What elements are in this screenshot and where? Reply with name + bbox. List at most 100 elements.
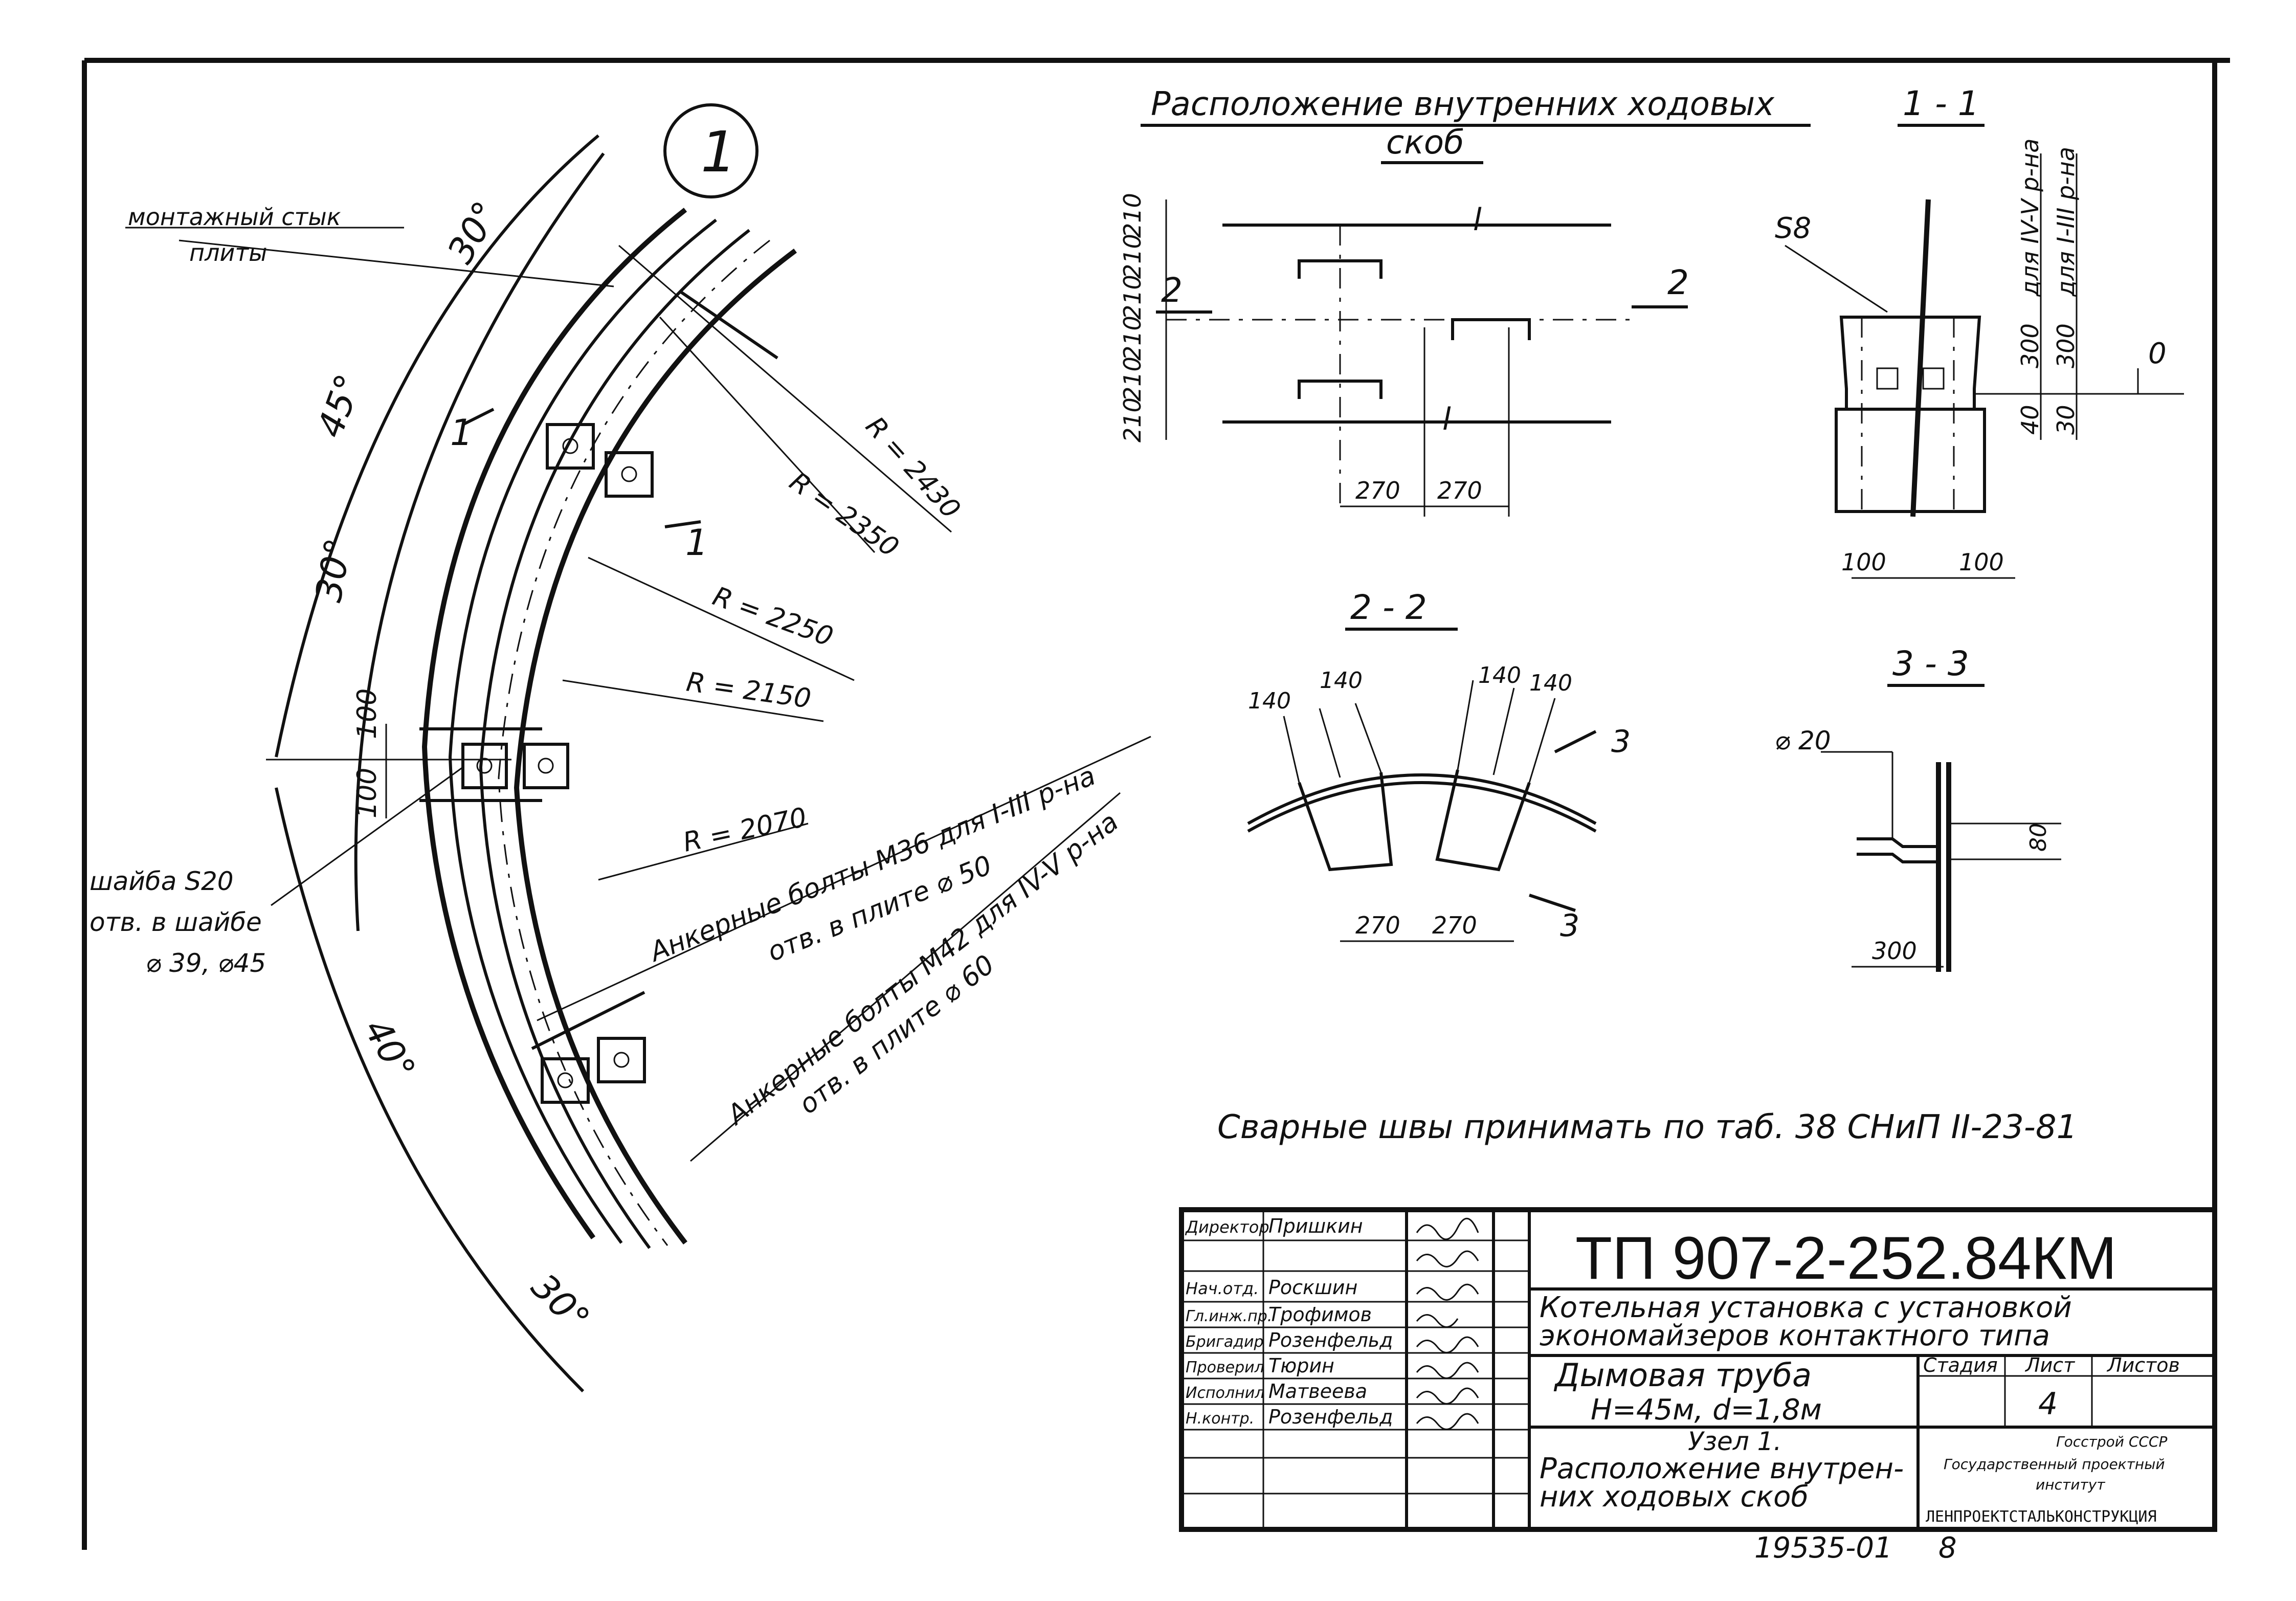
rung-rod — [1857, 853, 1938, 863]
dim-horizontal: 300 — [1872, 937, 1917, 965]
washer-label: шайба S20 — [90, 866, 234, 896]
ladder-rungs-view: Расположение внутренних ходовых скоб 210… — [1119, 85, 1811, 517]
region-note: для IV-V р-на — [2016, 139, 2044, 297]
section-mark: 2 — [1161, 271, 1183, 310]
dim-top: 140 — [1529, 670, 1572, 696]
object-name: H=45м, d=1,8м — [1591, 1393, 1822, 1427]
object-name: Дымовая труба — [1553, 1357, 1812, 1394]
angle-label: 45° — [309, 369, 370, 443]
dim-vertical: 300 — [2052, 323, 2080, 368]
angle-label: 30° — [307, 536, 360, 605]
level-zero: 0 — [2148, 337, 2167, 370]
signature-role: Н.контр. — [1186, 1410, 1254, 1428]
signature-name: Матвеева — [1268, 1380, 1367, 1403]
sheet-title: Расположение внутрен- — [1540, 1452, 1904, 1485]
org-name: Государственный проектный — [1944, 1456, 2165, 1473]
signature-role: Исполнил — [1186, 1384, 1264, 1402]
dim-horizontal: 270 — [1355, 477, 1400, 504]
dim-center: 100 — [352, 688, 383, 739]
section-title: 1 - 1 — [1903, 84, 1979, 123]
dim-vertical: 210 — [1119, 275, 1146, 320]
dim-bottom: 270 — [1355, 911, 1400, 939]
ladder-title: Расположение внутренних ходовых — [1151, 85, 1775, 123]
radius-label: R = 2350 — [784, 466, 904, 563]
signature-name: Пришкин — [1268, 1215, 1363, 1237]
sheet-number: 4 — [2038, 1386, 2058, 1422]
dim-vertical: 30 — [2052, 405, 2080, 435]
welding-note: Сварные швы принимать по таб. 38 СНиП II… — [1217, 1108, 2077, 1146]
stage-header: Лист — [2024, 1354, 2076, 1376]
dim-horizontal: 270 — [1437, 477, 1482, 504]
plate-inner-arc — [421, 208, 687, 1239]
org-name: Госстрой СССР — [2056, 1433, 2167, 1450]
project-name: Котельная установка с установкой — [1540, 1291, 2072, 1324]
stage-header: Стадия — [1923, 1354, 1998, 1376]
title-block: ТП 907-2-252.84КМ Котельная установка с … — [1179, 1207, 2217, 1532]
dim-center: 100 — [352, 768, 383, 818]
bolt-circle — [498, 239, 770, 1246]
signature-role: Бригадир — [1186, 1333, 1264, 1351]
section-mark: 3 — [1560, 908, 1579, 944]
dim-vertical: 40 — [2016, 405, 2044, 435]
joint-label: монтажный стык — [128, 203, 341, 231]
dim-top: 140 — [1320, 668, 1363, 694]
rung-bracket — [1435, 769, 1531, 872]
org-name: институт — [2036, 1476, 2105, 1493]
dim-vertical: 210 — [1119, 397, 1146, 442]
section-mark: 1 — [685, 522, 708, 564]
rung-bracket — [1298, 772, 1393, 872]
signature-role: Гл.инж.пр. — [1186, 1307, 1272, 1325]
page-number: 8 — [1938, 1531, 1957, 1565]
org-name: ЛЕНПРОЕКТСТАЛЬКОНСТРУКЦИЯ — [1926, 1508, 2157, 1526]
axis-mark: l — [1442, 402, 1451, 437]
bolt-plate-center — [461, 743, 569, 789]
signature-name: Трофимов — [1268, 1303, 1372, 1326]
signature-name: Розенфельд — [1268, 1406, 1393, 1428]
signature-name: Розенфельд — [1268, 1329, 1393, 1351]
project-name: экономайзеров контактного типа — [1540, 1319, 2050, 1352]
plate-arc-2 — [479, 229, 750, 1249]
angle-label: 40° — [355, 1012, 423, 1087]
rung — [1451, 318, 1531, 340]
signature-scribbles — [1416, 1217, 1479, 1430]
signature-name: Тюрин — [1268, 1354, 1334, 1377]
washer-label: отв. в шайбе — [90, 907, 262, 937]
radius-label: R = 2150 — [684, 666, 813, 715]
section-1-1: 1 - 1 S8 0 300 300 40 30 для IV-V р-на д… — [1775, 84, 2184, 579]
section-3-3: 3 - 3 ⌀ 20 80 300 — [1775, 644, 2061, 972]
signature-role: Проверил — [1186, 1359, 1264, 1376]
signature-name: Роскшин — [1268, 1276, 1357, 1299]
sheet-title: них ходовых скоб — [1540, 1480, 1809, 1514]
dim-vertical: 210 — [1119, 234, 1146, 279]
dim-vertical: 300 — [2016, 323, 2044, 368]
dim-top: 140 — [1248, 688, 1291, 714]
angle-label: 30° — [523, 1265, 598, 1340]
inventory-number: 19535-01 — [1754, 1531, 1892, 1565]
rung — [1298, 259, 1383, 279]
section-mark: 1 — [450, 412, 473, 454]
bolt-plate-lower — [541, 1037, 646, 1104]
ladder-title: скоб — [1386, 124, 1464, 162]
rung-rod — [1857, 837, 1938, 848]
dim-vertical: 210 — [1119, 316, 1146, 361]
node-1-plan-view: 1 — [90, 103, 1151, 1393]
dim-horizontal: 100 — [1841, 548, 1886, 576]
plate-arc-3 — [448, 218, 717, 1244]
plate-outer-arc — [514, 248, 797, 1245]
angle-label: 30° — [439, 194, 507, 270]
document-code: ТП 907-2-252.84КМ — [1575, 1225, 2117, 1292]
joint-label: плиты — [189, 239, 268, 266]
node-number-circle — [663, 103, 759, 198]
rod-diameter: ⌀ 20 — [1775, 726, 1831, 755]
stage-header: Листов — [2106, 1354, 2180, 1376]
signature-role: Директор — [1185, 1217, 1269, 1237]
region-note: для I-III р-на — [2052, 147, 2080, 297]
section-title: 2 - 2 — [1350, 588, 1427, 627]
radius-label: R = 2430 — [859, 411, 966, 525]
dim-vertical: 80 — [2025, 823, 2052, 852]
dim-horizontal: 100 — [1959, 548, 2004, 576]
bolt-plate-upper — [546, 423, 654, 498]
section-2-2: 2 - 2 140 140 140 140 270 270 3 3 — [1247, 588, 1631, 944]
rung — [1298, 380, 1383, 399]
